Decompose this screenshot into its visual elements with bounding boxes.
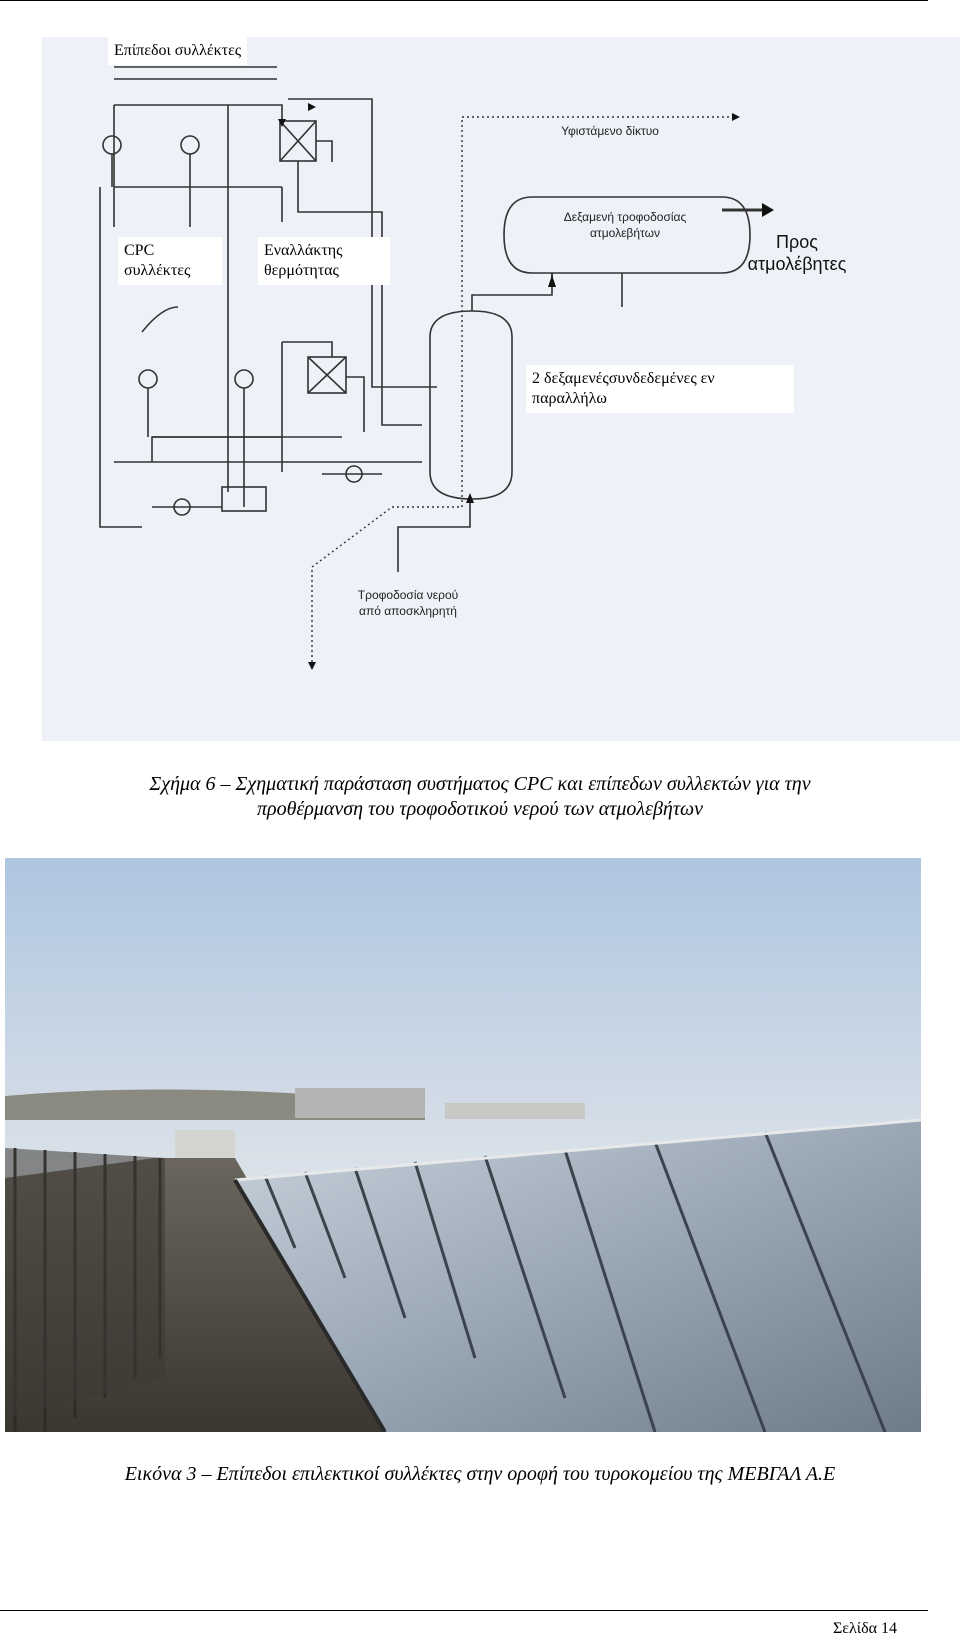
label-cpc-collectors: CPC συλλέκτες xyxy=(118,237,222,285)
scan-water-supply: Τροφοδοσία νερού από αποσκληρητή xyxy=(357,588,459,618)
label-heat-exchanger: Εναλλάκτης θερμότητας xyxy=(258,237,390,285)
header-rule xyxy=(0,0,928,1)
footer-rule xyxy=(0,1610,928,1611)
schematic-diagram: Επίπεδοι συλλέκτες CPC συλλέκτες Εναλλάκ… xyxy=(42,37,960,741)
label-tanks: 2 δεξαμενέςσυνδεδεμένες εν παραλλήλω xyxy=(526,365,794,413)
schematic-lines xyxy=(99,66,774,670)
photo-solar-collectors xyxy=(5,858,921,1432)
scan-to-boilers: Προς ατμολέβητες xyxy=(747,232,847,274)
label-flat-collectors: Επίπεδοι συλλέκτες xyxy=(108,37,248,65)
scan-feed-tank: Δεξαμενή τροφοδοσίας ατμολεβήτων xyxy=(563,210,687,240)
page-number: Σελίδα 14 xyxy=(832,1620,897,1637)
figure-caption: Σχήμα 6 – Σχηματική παράσταση συστήματος… xyxy=(149,773,811,820)
photo-illustration xyxy=(5,858,921,1432)
scan-existing-network: Υφιστάμενο δίκτυο xyxy=(561,124,659,138)
photo-caption: Εικόνα 3 – Επίπεδοι επιλεκτικοί συλλέκτε… xyxy=(124,1463,836,1485)
